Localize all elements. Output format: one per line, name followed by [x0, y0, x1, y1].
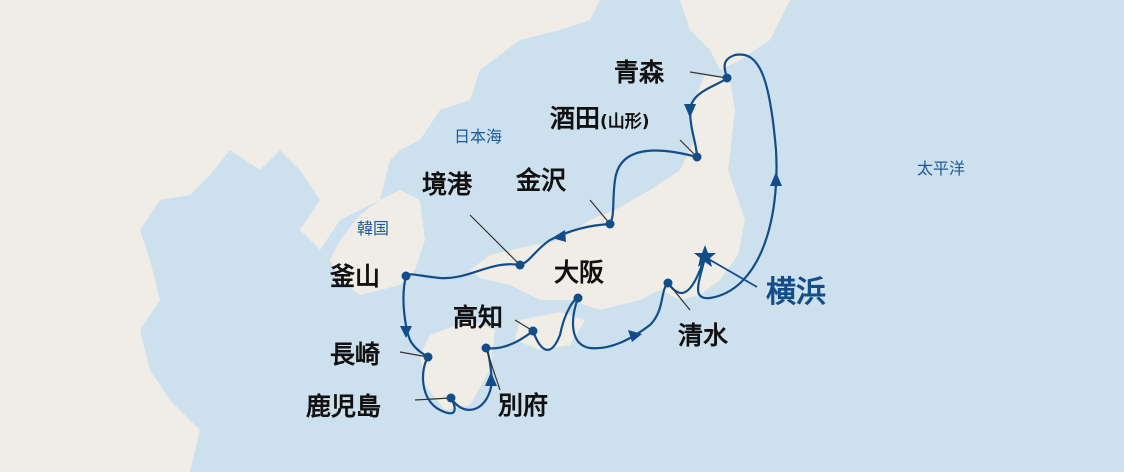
port-label-beppu: 別府	[498, 391, 549, 420]
arrow-west	[552, 230, 566, 242]
home-port-star-icon	[694, 245, 716, 267]
port-dots	[401, 73, 732, 403]
leader-yokohama	[704, 256, 758, 288]
dot-nagasaki	[423, 352, 433, 362]
arrow-up-east	[770, 172, 782, 186]
sea-label-japan-sea: 日本海	[454, 127, 503, 146]
dot-sakaiminato	[515, 260, 525, 270]
dot-busan	[401, 271, 411, 281]
dot-shimizu	[663, 278, 673, 288]
port-label-sakata: 酒田(山形)	[550, 106, 650, 131]
leader-shimizu	[667, 282, 691, 311]
shikoku	[515, 312, 585, 350]
kyushu	[420, 320, 495, 410]
dot-aomori	[722, 73, 732, 83]
dot-kagoshima	[446, 393, 456, 403]
hokkaido	[680, 0, 790, 70]
port-label-osaka: 大阪	[554, 258, 605, 287]
dot-osaka	[573, 293, 583, 303]
port-label-sakaiminato: 境港	[422, 170, 473, 199]
leader-sakaiminato	[469, 214, 521, 266]
port-name: 酒田	[550, 104, 601, 133]
leader-aomori	[689, 71, 728, 79]
honshu	[470, 75, 745, 310]
port-label-aomori: 青森	[614, 58, 665, 87]
asia-mainland	[0, 0, 600, 472]
port-label-busan: 釜山	[330, 262, 381, 291]
arrow-up-kyushu	[485, 372, 497, 386]
dot-sakata	[692, 152, 702, 162]
arrow-down-west	[400, 326, 412, 338]
land	[0, 0, 790, 472]
leader-kanazawa	[589, 199, 611, 225]
leader-kagoshima	[414, 397, 452, 401]
leader-nagasaki	[399, 351, 429, 358]
arrow-down-north	[684, 104, 696, 118]
dot-kanazawa	[605, 219, 615, 229]
port-label-kochi: 高知	[453, 303, 504, 332]
country-label-korea: 韓国	[357, 219, 390, 238]
port-label-yokohama: 横浜	[766, 275, 826, 310]
port-label-kagoshima: 鹿児島	[306, 392, 382, 421]
port-label-kanazawa: 金沢	[516, 166, 567, 195]
port-note: (山形)	[600, 112, 650, 132]
korea-peninsula	[330, 190, 425, 295]
port-label-nagasaki: 長崎	[330, 340, 381, 369]
port-label-shimizu: 清水	[678, 321, 729, 350]
dot-beppu	[481, 343, 491, 353]
arrow-east	[628, 330, 642, 342]
leader-beppu	[485, 347, 501, 391]
sea-label-pacific: 太平洋	[917, 159, 966, 178]
direction-arrows	[400, 104, 782, 386]
dot-kochi	[528, 326, 538, 336]
